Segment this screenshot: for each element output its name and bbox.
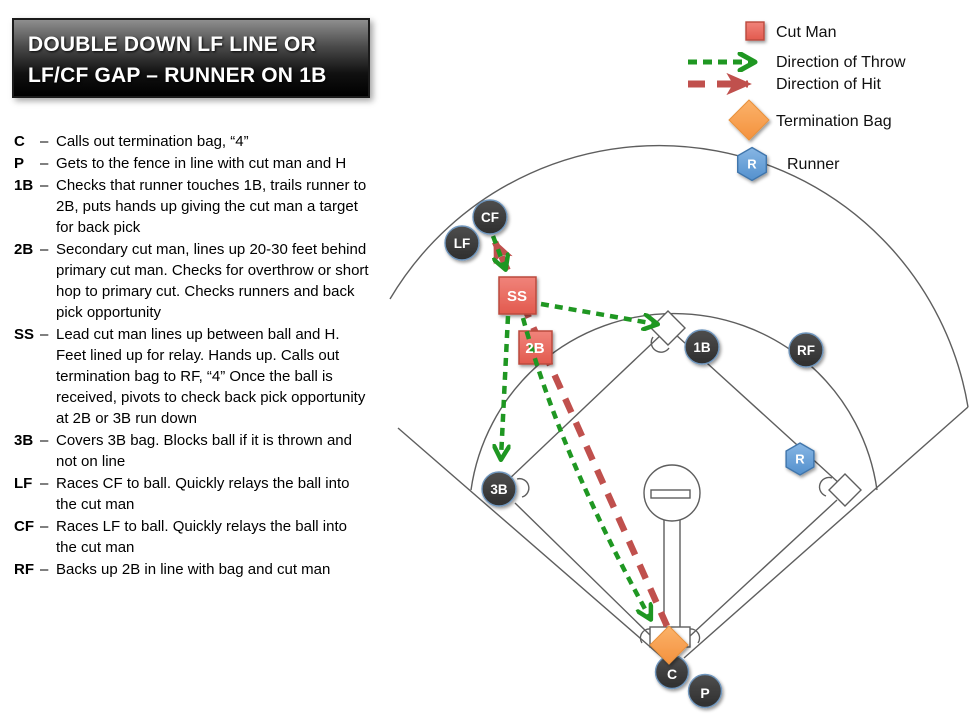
- marker-p: P: [687, 673, 723, 709]
- instruction-separator: –: [40, 326, 49, 343]
- marker-3b-label: 3B: [490, 482, 508, 497]
- instruction-pos: 1B: [14, 177, 34, 194]
- home-cutout-left: [639, 628, 651, 644]
- instruction-separator: –: [40, 155, 49, 172]
- marker-lf-label: LF: [454, 236, 471, 251]
- instruction-item-3b: 3B–Covers 3B bag. Blocks ball if it is t…: [14, 430, 370, 472]
- marker-3b: 3B: [481, 471, 517, 507]
- throw-arrow-ss-to-third: [501, 315, 508, 458]
- legend: Cut Man Direction of Throw Direction of …: [688, 21, 906, 182]
- instruction-text: Checks that runner touches 1B, trails ru…: [56, 177, 367, 236]
- foul-line-left: [397, 427, 664, 659]
- baseline-third-to-second: [506, 332, 664, 482]
- instruction-list: C–Calls out termination bag, “4” P–Gets …: [14, 131, 370, 581]
- cut-man-icon: [745, 21, 765, 41]
- instruction-pos: 2B: [14, 241, 34, 258]
- marker-c: C: [654, 654, 690, 690]
- marker-termination-bag: [649, 625, 689, 665]
- marker-runner: R: [785, 442, 815, 476]
- marker-ss-label: SS: [507, 288, 527, 305]
- marker-c-label: C: [667, 666, 677, 682]
- instruction-text: Calls out termination bag, “4”: [56, 133, 249, 150]
- instruction-item-ss: SS–Lead cut man lines up between ball an…: [14, 324, 370, 429]
- instruction-text: Gets to the fence in line with cut man a…: [56, 155, 347, 172]
- instruction-item-1b: 1B–Checks that runner touches 1B, trails…: [14, 175, 370, 238]
- marker-lf: LF: [444, 225, 480, 261]
- instruction-pos: LF: [14, 475, 33, 492]
- instruction-separator: –: [40, 518, 49, 535]
- instruction-separator: –: [40, 177, 49, 194]
- legend-direction-of-throw-label: Direction of Throw: [776, 54, 906, 71]
- title-line-2: LF/CF GAP – RUNNER ON 1B: [28, 64, 327, 87]
- legend-direction-of-hit-label: Direction of Hit: [776, 76, 881, 93]
- base-cutout-third: [516, 477, 530, 498]
- instruction-text: Backs up 2B in line with bag and cut man: [56, 561, 331, 578]
- instruction-pos: CF: [14, 518, 34, 535]
- instruction-separator: –: [40, 432, 49, 449]
- marker-p-label: P: [700, 685, 709, 701]
- instruction-text: Races CF to ball. Quickly relays the bal…: [56, 475, 350, 513]
- legend-runner-badge: R: [747, 157, 757, 172]
- baseline-home-to-third: [514, 502, 652, 637]
- instruction-pos: 3B: [14, 432, 34, 449]
- termination-bag-icon: [728, 99, 770, 141]
- marker-rf-label: RF: [797, 343, 815, 358]
- throw-arrow-ss-to-second-base: [540, 301, 656, 324]
- marker-rf: RF: [788, 332, 824, 368]
- marker-2b-label: 2B: [525, 340, 544, 357]
- instruction-item-lf: LF–Races CF to ball. Quickly relays the …: [14, 473, 370, 515]
- legend-cut-man-label: Cut Man: [776, 24, 836, 41]
- home-cutout-right: [689, 628, 701, 644]
- instruction-separator: –: [40, 561, 49, 578]
- marker-1b-label: 1B: [693, 340, 711, 355]
- marker-runner-label: R: [795, 452, 805, 467]
- instruction-item-cf: CF–Races LF to ball. Quickly relays the …: [14, 516, 370, 558]
- instruction-separator: –: [40, 475, 49, 492]
- instruction-item-rf: RF–Backs up 2B in line with bag and cut …: [14, 559, 370, 580]
- marker-1b: 1B: [684, 329, 720, 365]
- instruction-separator: –: [40, 133, 49, 150]
- marker-cf: CF: [472, 199, 508, 235]
- foul-line-right: [683, 406, 969, 659]
- marker-cf-label: CF: [481, 210, 499, 225]
- instruction-pos: P: [14, 155, 25, 172]
- instruction-item-p: P–Gets to the fence in line with cut man…: [14, 153, 370, 174]
- runner-icon: R: [737, 146, 767, 182]
- base-cutout-first: [818, 476, 833, 497]
- instruction-text: Covers 3B bag. Blocks ball if it is thro…: [56, 432, 352, 470]
- legend-runner-label: Runner: [787, 156, 840, 173]
- throw-arrow-cf-to-ss: [490, 235, 505, 268]
- title-line-1: DOUBLE DOWN LF LINE OR: [28, 33, 316, 56]
- title-box: DOUBLE DOWN LF LINE OR LF/CF GAP – RUNNE…: [12, 18, 370, 98]
- first-base-bag: [828, 473, 862, 507]
- instruction-text: Lead cut man lines up between ball and H…: [56, 326, 366, 427]
- baseline-home-to-first: [689, 499, 838, 637]
- base-cutout-second: [650, 336, 670, 353]
- instruction-text: Races LF to ball. Quickly relays the bal…: [56, 518, 347, 556]
- instruction-text: Secondary cut man, lines up 20-30 feet b…: [56, 241, 369, 321]
- instruction-pos: SS: [14, 326, 35, 343]
- pitcher-rubber: [650, 489, 691, 499]
- instruction-separator: –: [40, 241, 49, 258]
- instruction-item-2b: 2B–Secondary cut man, lines up 20-30 fee…: [14, 239, 370, 323]
- outfield-fence: [389, 144, 969, 408]
- instruction-item-c: C–Calls out termination bag, “4”: [14, 131, 370, 152]
- instruction-pos: RF: [14, 561, 34, 578]
- marker-ss-cutman: [498, 276, 537, 315]
- legend-termination-bag-label: Termination Bag: [776, 113, 892, 130]
- instruction-pos: C: [14, 133, 25, 150]
